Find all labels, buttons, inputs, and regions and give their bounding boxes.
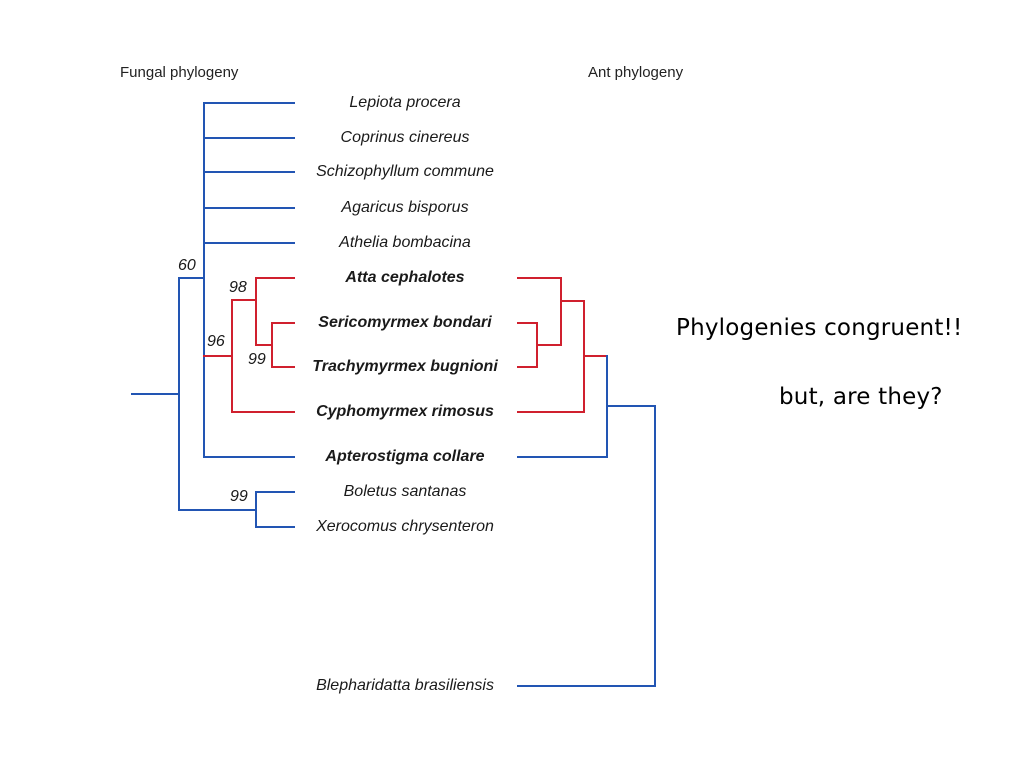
taxon-agaricus-bisporus: Agaricus bisporus: [341, 199, 469, 216]
ant-tree-blue-branches: [517, 355, 656, 687]
ant-phylogeny-heading: Ant phylogeny: [588, 64, 684, 81]
support-value-96: 96: [207, 333, 225, 350]
taxon-xerocomus-chrysenteron: Xerocomus chrysenteron: [316, 518, 494, 535]
support-value-98: 98: [229, 279, 247, 296]
taxon-boletus-santanas: Boletus santanas: [343, 483, 467, 500]
support-value-99-ants: 99: [248, 351, 266, 368]
taxon-schizophyllum-commune: Schizophyllum commune: [316, 163, 494, 180]
congruence-claim-note: Phylogenies congruent!!: [676, 315, 963, 341]
taxon-blepharidatta-brasiliensis: Blepharidatta brasiliensis: [316, 677, 494, 694]
taxon-lepiota-procera: Lepiota procera: [349, 94, 461, 111]
taxon-athelia-bombacina: Athelia bombacina: [339, 234, 471, 251]
taxon-coprinus-cinereus: Coprinus cinereus: [340, 129, 470, 146]
fungal-tree-blue-branches: [131, 102, 295, 528]
congruence-question-note: but, are they?: [779, 384, 943, 410]
taxon-apterostigma-collare: Apterostigma collare: [325, 448, 485, 465]
taxon-atta-cephalotes: Atta cephalotes: [345, 269, 465, 286]
taxon-trachymyrmex-bugnioni: Trachymyrmex bugnioni: [312, 358, 498, 375]
taxon-sericomyrmex-bondari: Sericomyrmex bondari: [318, 314, 492, 331]
support-value-99-boletus: 99: [230, 488, 248, 505]
fungal-phylogeny-heading: Fungal phylogeny: [120, 64, 239, 81]
ant-tree-red-branches: [517, 277, 608, 413]
support-value-60: 60: [178, 257, 196, 274]
taxon-cyphomyrmex-rimosus: Cyphomyrmex rimosus: [316, 403, 494, 420]
fungal-tree-red-branches: [203, 277, 295, 413]
